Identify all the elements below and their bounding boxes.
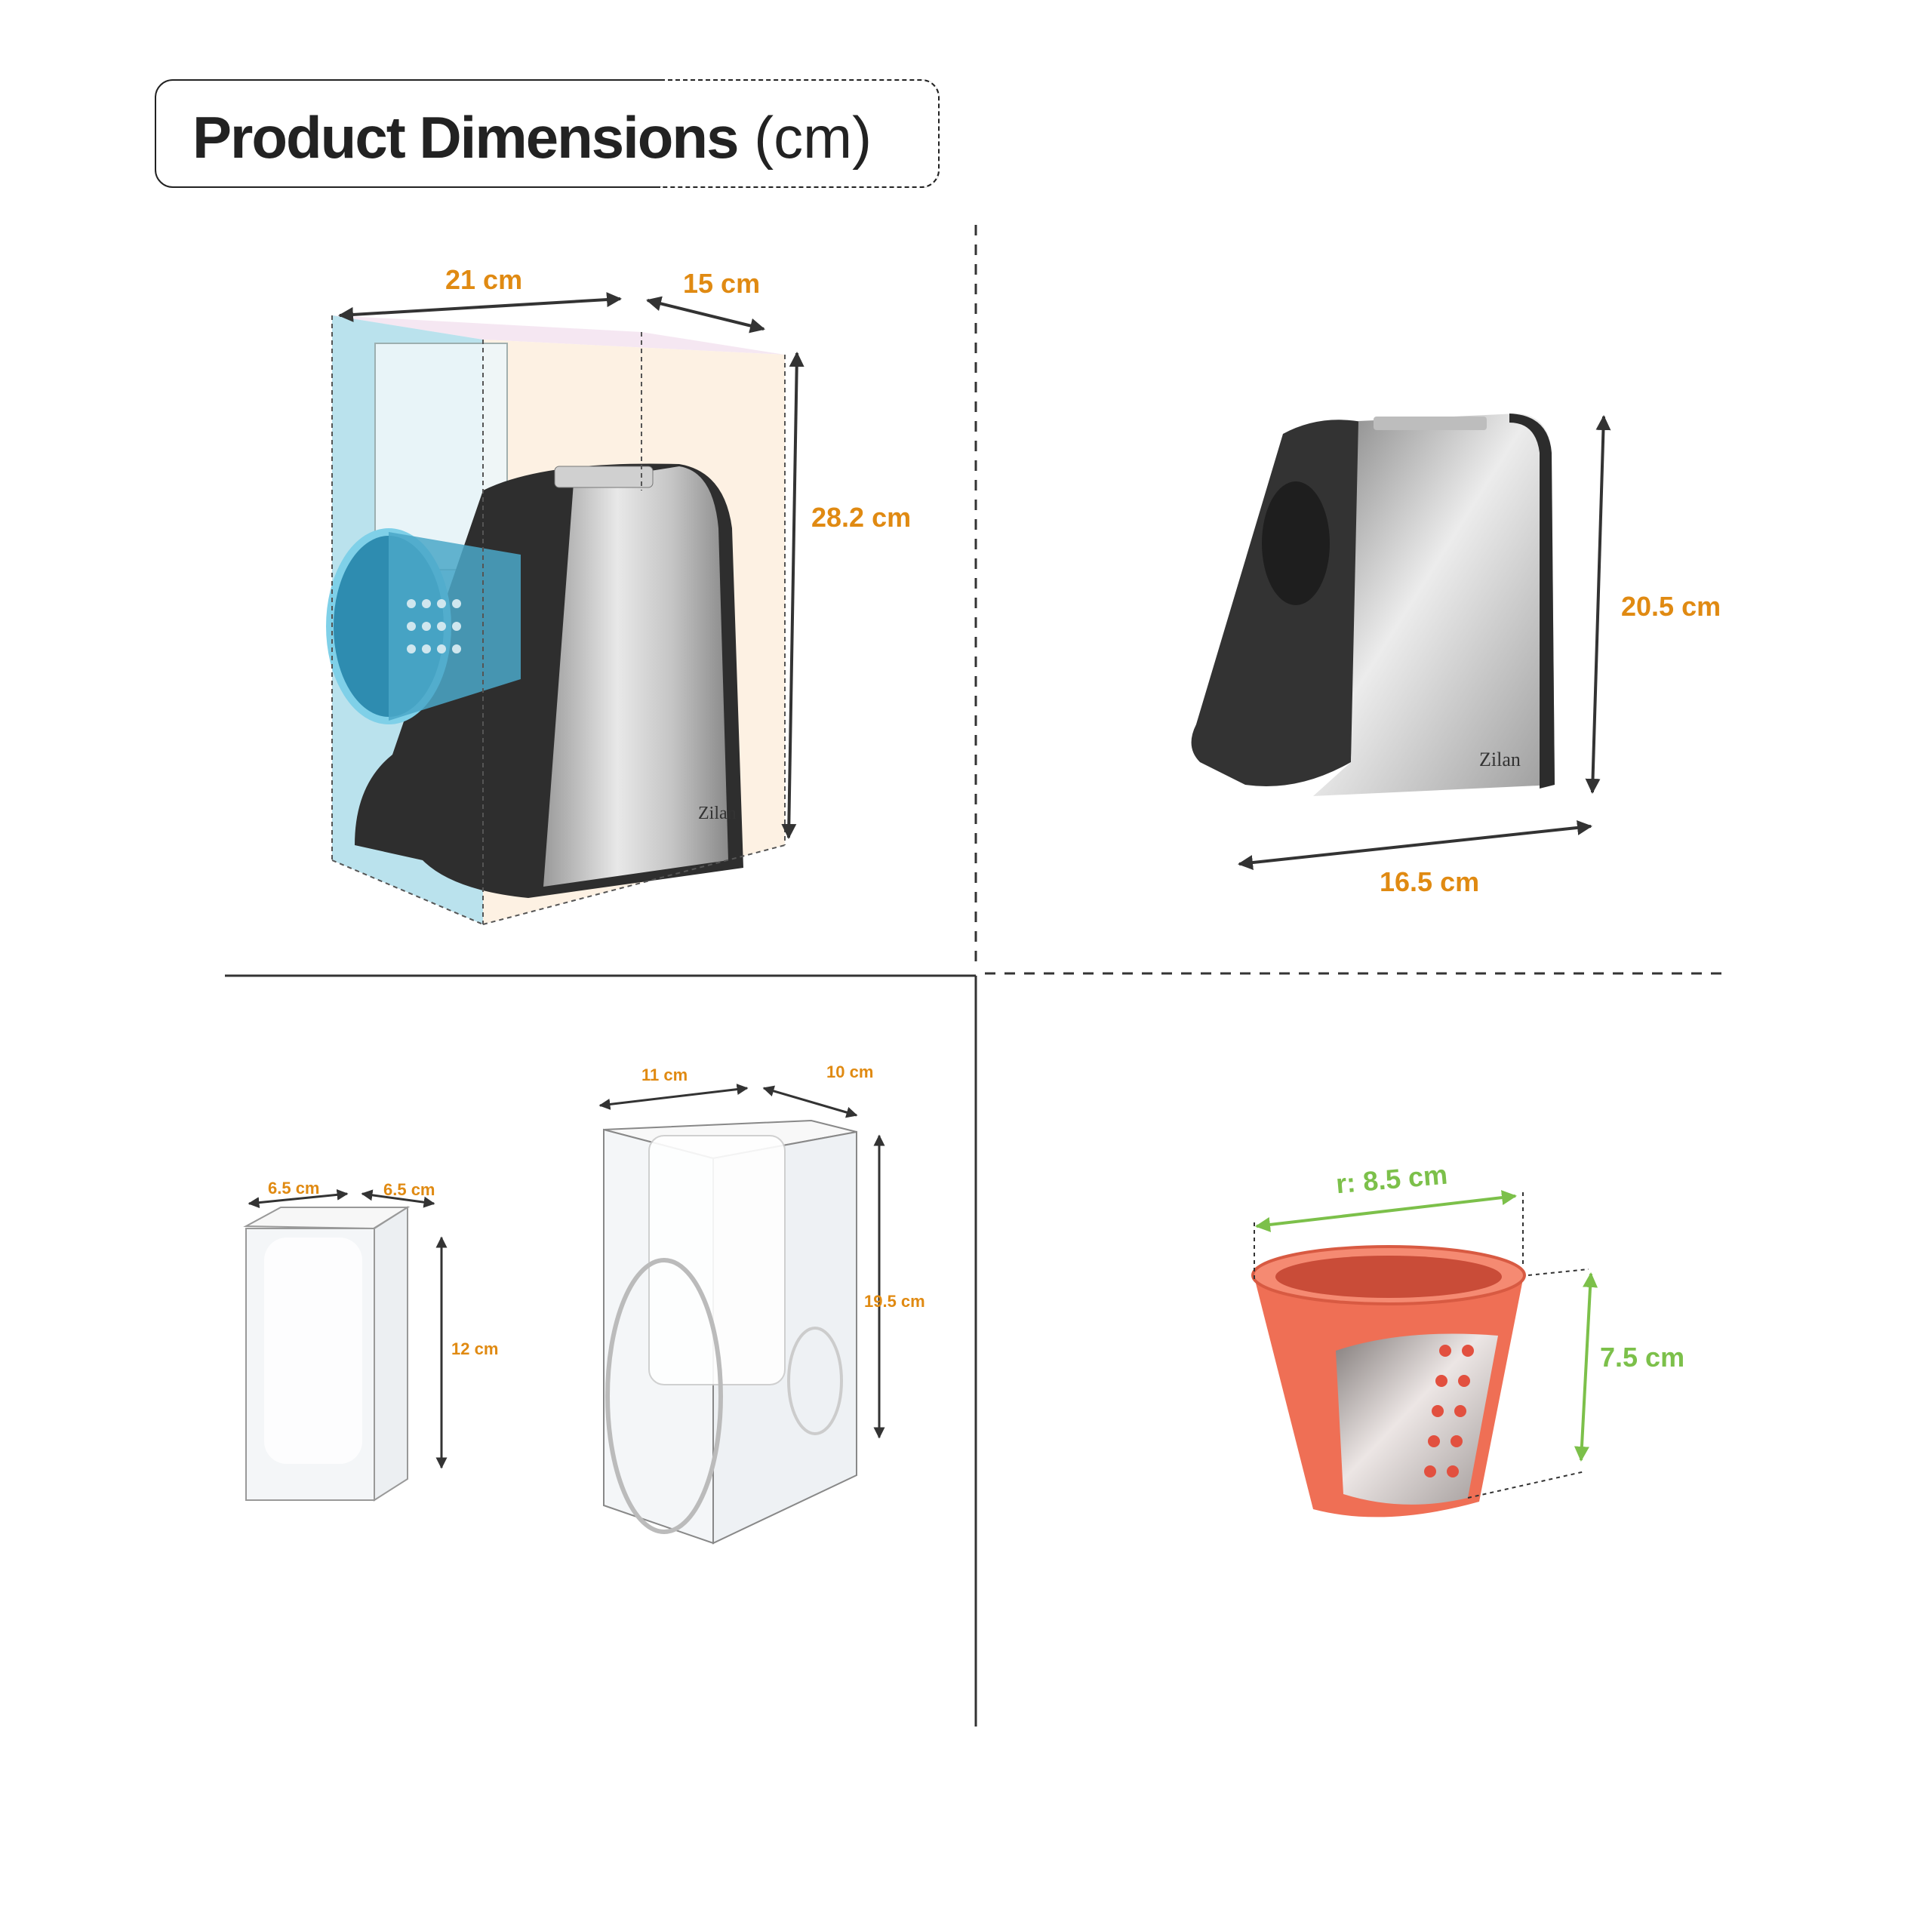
title-frame: Product Dimensions (cm) xyxy=(155,79,940,188)
drum-height-label: 7.5 cm xyxy=(1600,1342,1685,1373)
pusher-width-label: 6.5 cm xyxy=(268,1179,320,1198)
title-bold: Product Dimensions xyxy=(192,104,739,171)
housing-depth-label: 10 cm xyxy=(826,1062,874,1081)
main-height-label: 28.2 cm xyxy=(811,502,912,533)
page-title: Product Dimensions (cm) xyxy=(192,103,872,172)
housing-width-label: 11 cm xyxy=(641,1065,688,1084)
drum-illustration xyxy=(1251,1190,1598,1517)
pusher-depth-label: 6.5 cm xyxy=(383,1180,435,1199)
main-unit-brand: Zilan xyxy=(698,804,737,823)
housing-illustration xyxy=(598,1084,885,1545)
pusher-illustration xyxy=(243,1188,448,1502)
title-unit: (cm) xyxy=(754,104,872,171)
base-height-label: 20.5 cm xyxy=(1621,591,1721,622)
main-depth-label: 15 cm xyxy=(683,268,761,299)
panel-dividers xyxy=(225,225,1728,1727)
housing-height-label: 19.5 cm xyxy=(864,1292,925,1311)
base-illustration: Zilan xyxy=(1191,414,1611,871)
main-unit-illustration: Zilan xyxy=(326,292,804,925)
pusher-height-label: 12 cm xyxy=(451,1339,499,1358)
base-brand: Zilan xyxy=(1479,749,1521,770)
base-depth-label: 16.5 cm xyxy=(1380,866,1480,897)
main-width-label: 21 cm xyxy=(445,264,523,295)
